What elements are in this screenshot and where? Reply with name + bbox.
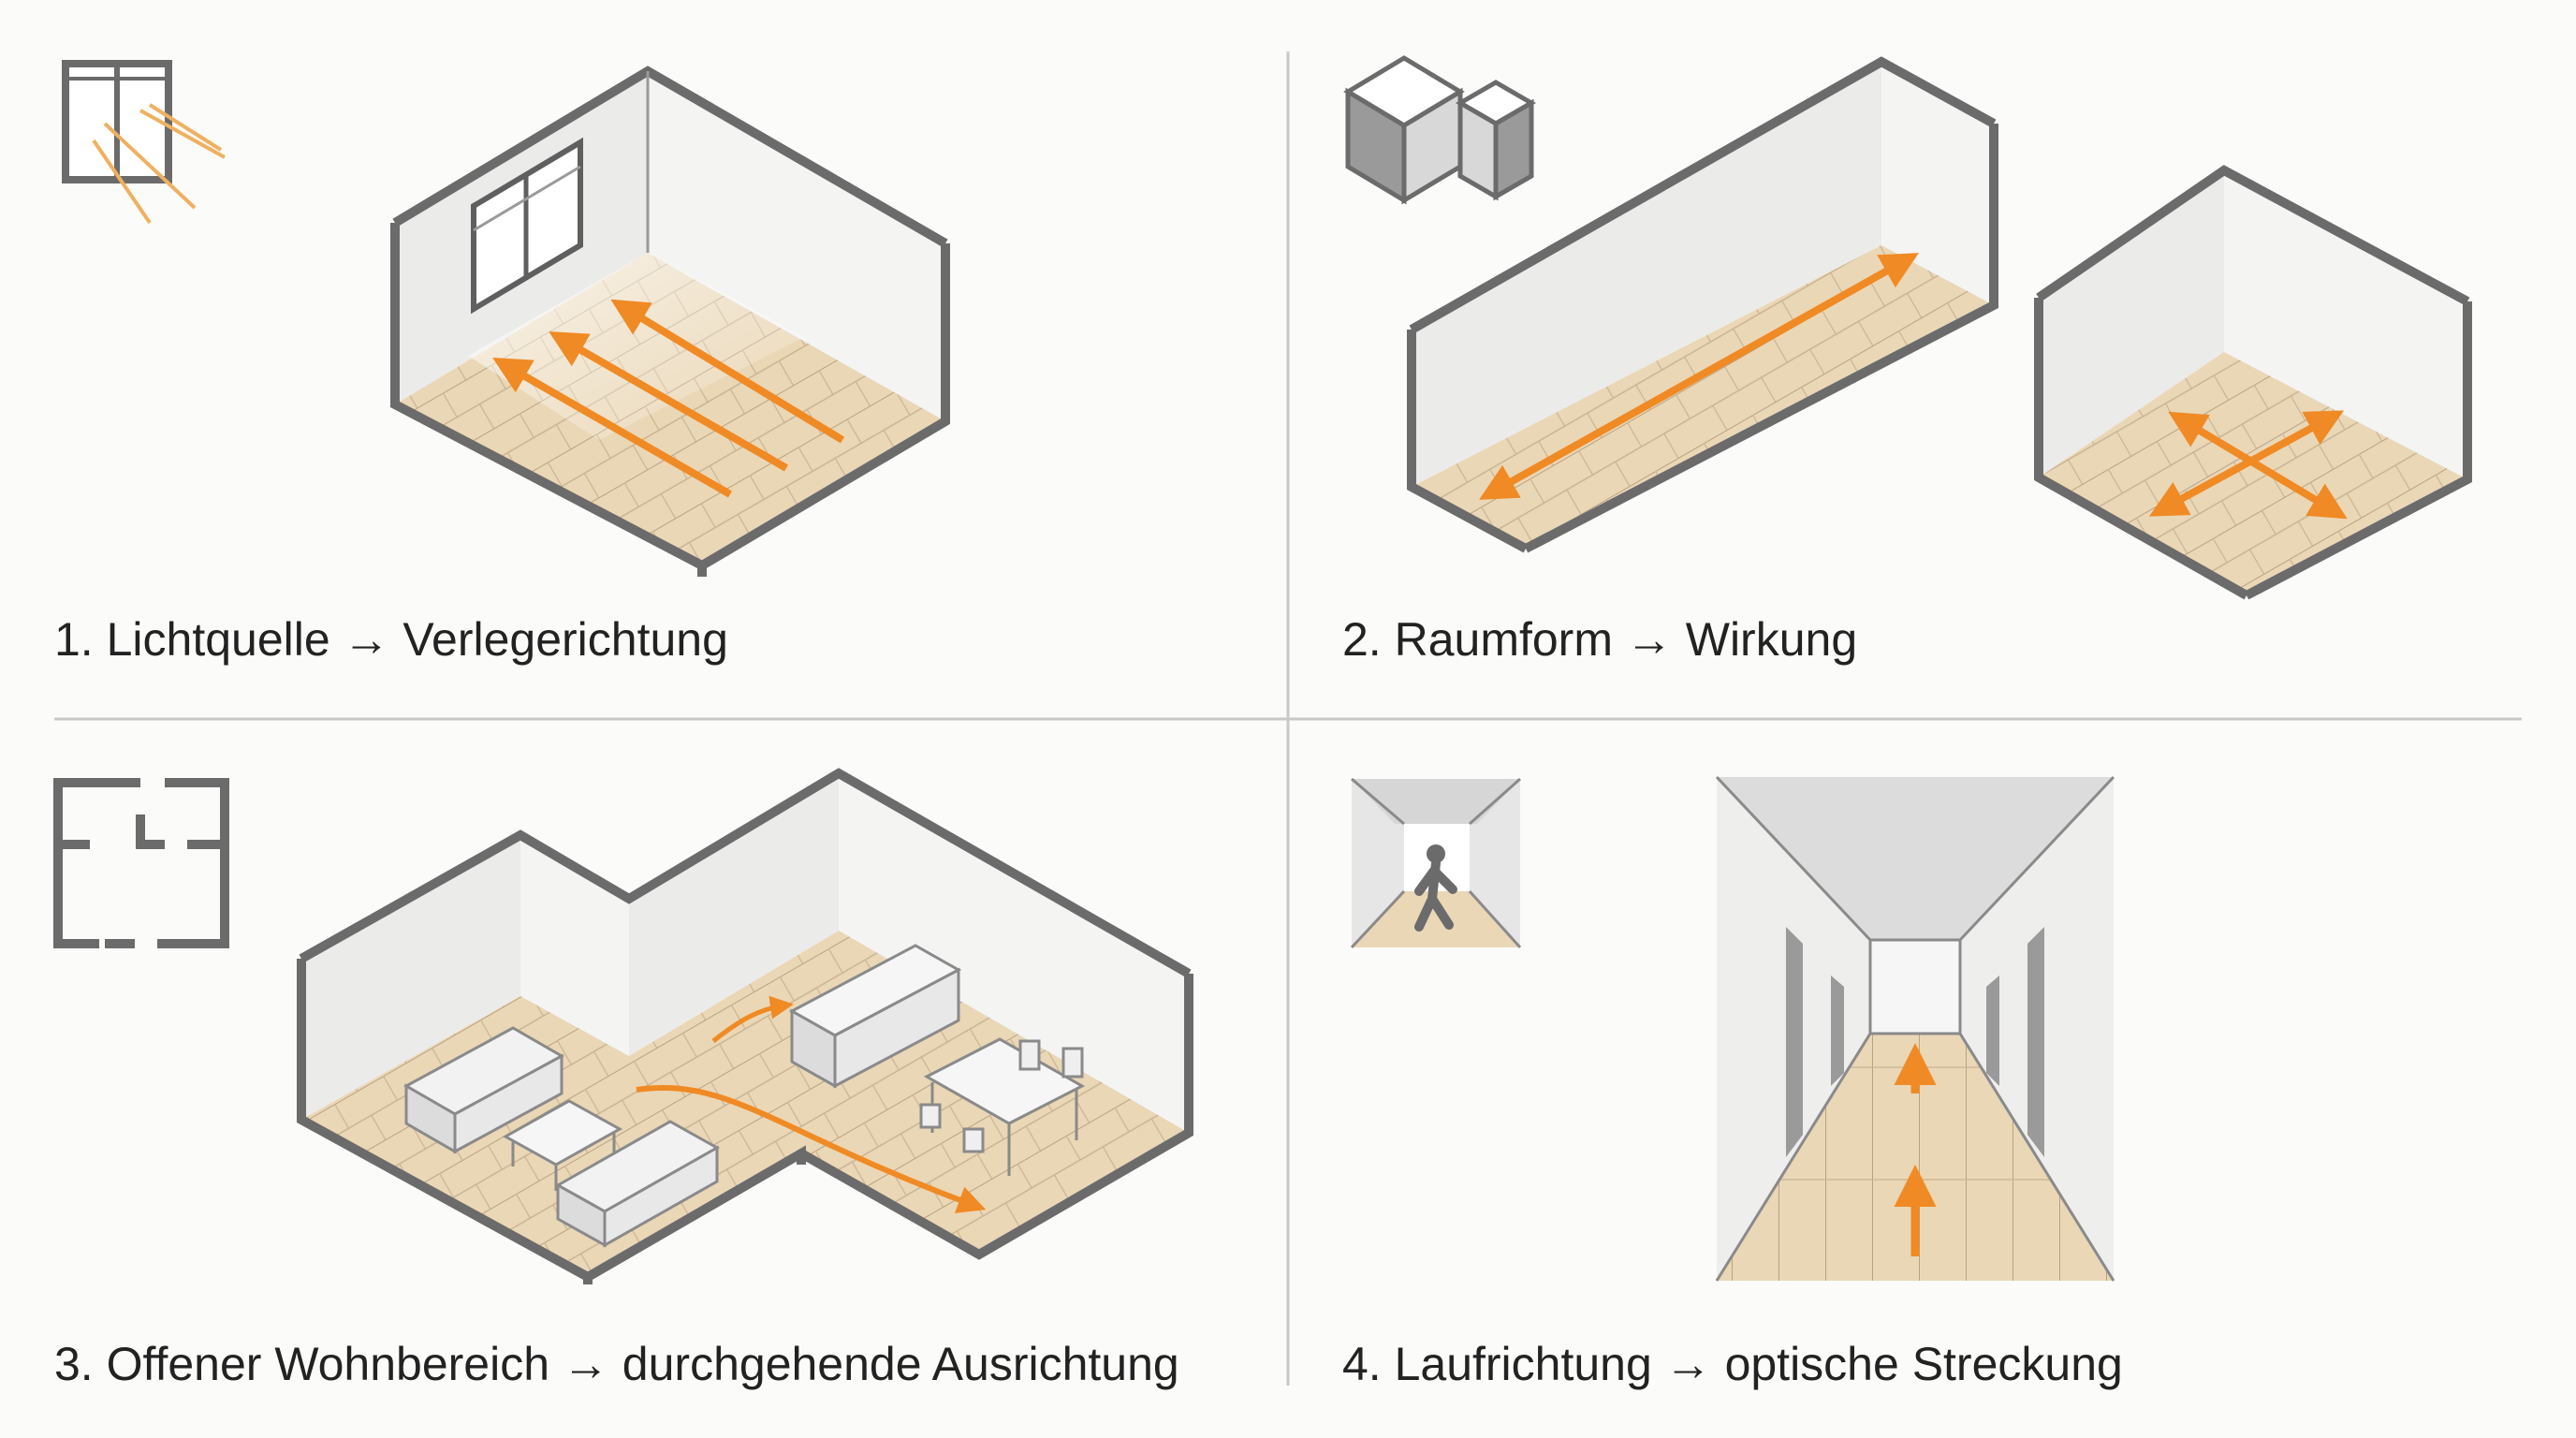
panel-2-room-shape: 2. Raumform → Wirkung — [1342, 55, 2472, 666]
panel-3-open-living: 3. Offener Wohnbereich → durchgehende Au… — [53, 768, 1193, 1390]
wall-window — [471, 137, 583, 315]
person-corridor-icon — [1350, 777, 1522, 949]
panel-4-caption: 4. Laufrichtung → optische Streckung — [1342, 1338, 2123, 1390]
panel-1-caption: 1. Lichtquelle → Verlegerichtung — [54, 613, 728, 666]
panel-2-caption: 2. Raumform → Wirkung — [1342, 613, 1857, 666]
flow-arrow-2 — [711, 995, 794, 1043]
corridor — [1715, 775, 2115, 1282]
panel-3-caption: 3. Offener Wohnbereich → durchgehende Au… — [54, 1338, 1179, 1390]
floor-plan-icon — [53, 778, 229, 948]
open-living-room — [297, 768, 1193, 1284]
panel-4-walking-direction: 4. Laufrichtung → optische Streckung — [1342, 775, 2123, 1390]
window-light-icon — [62, 60, 226, 225]
corridor-doors — [1786, 927, 2044, 1157]
room-with-window — [390, 66, 950, 577]
light-direction-arrows — [492, 299, 845, 498]
square-room-arrows — [2148, 410, 2348, 520]
long-room-arrow — [1479, 253, 1919, 500]
flow-arrow — [636, 1084, 987, 1213]
dining-table — [919, 1037, 1086, 1176]
sofa — [402, 1026, 565, 1154]
armchair — [554, 1120, 721, 1248]
room-shapes-icon — [1343, 55, 1536, 205]
kitchen-island — [788, 944, 962, 1089]
square-room — [2034, 165, 2472, 600]
coffee-table — [502, 1099, 623, 1191]
panel-1-light-source: 1. Lichtquelle → Verlegerichtung — [54, 60, 950, 666]
long-narrow-room — [1407, 56, 1998, 553]
